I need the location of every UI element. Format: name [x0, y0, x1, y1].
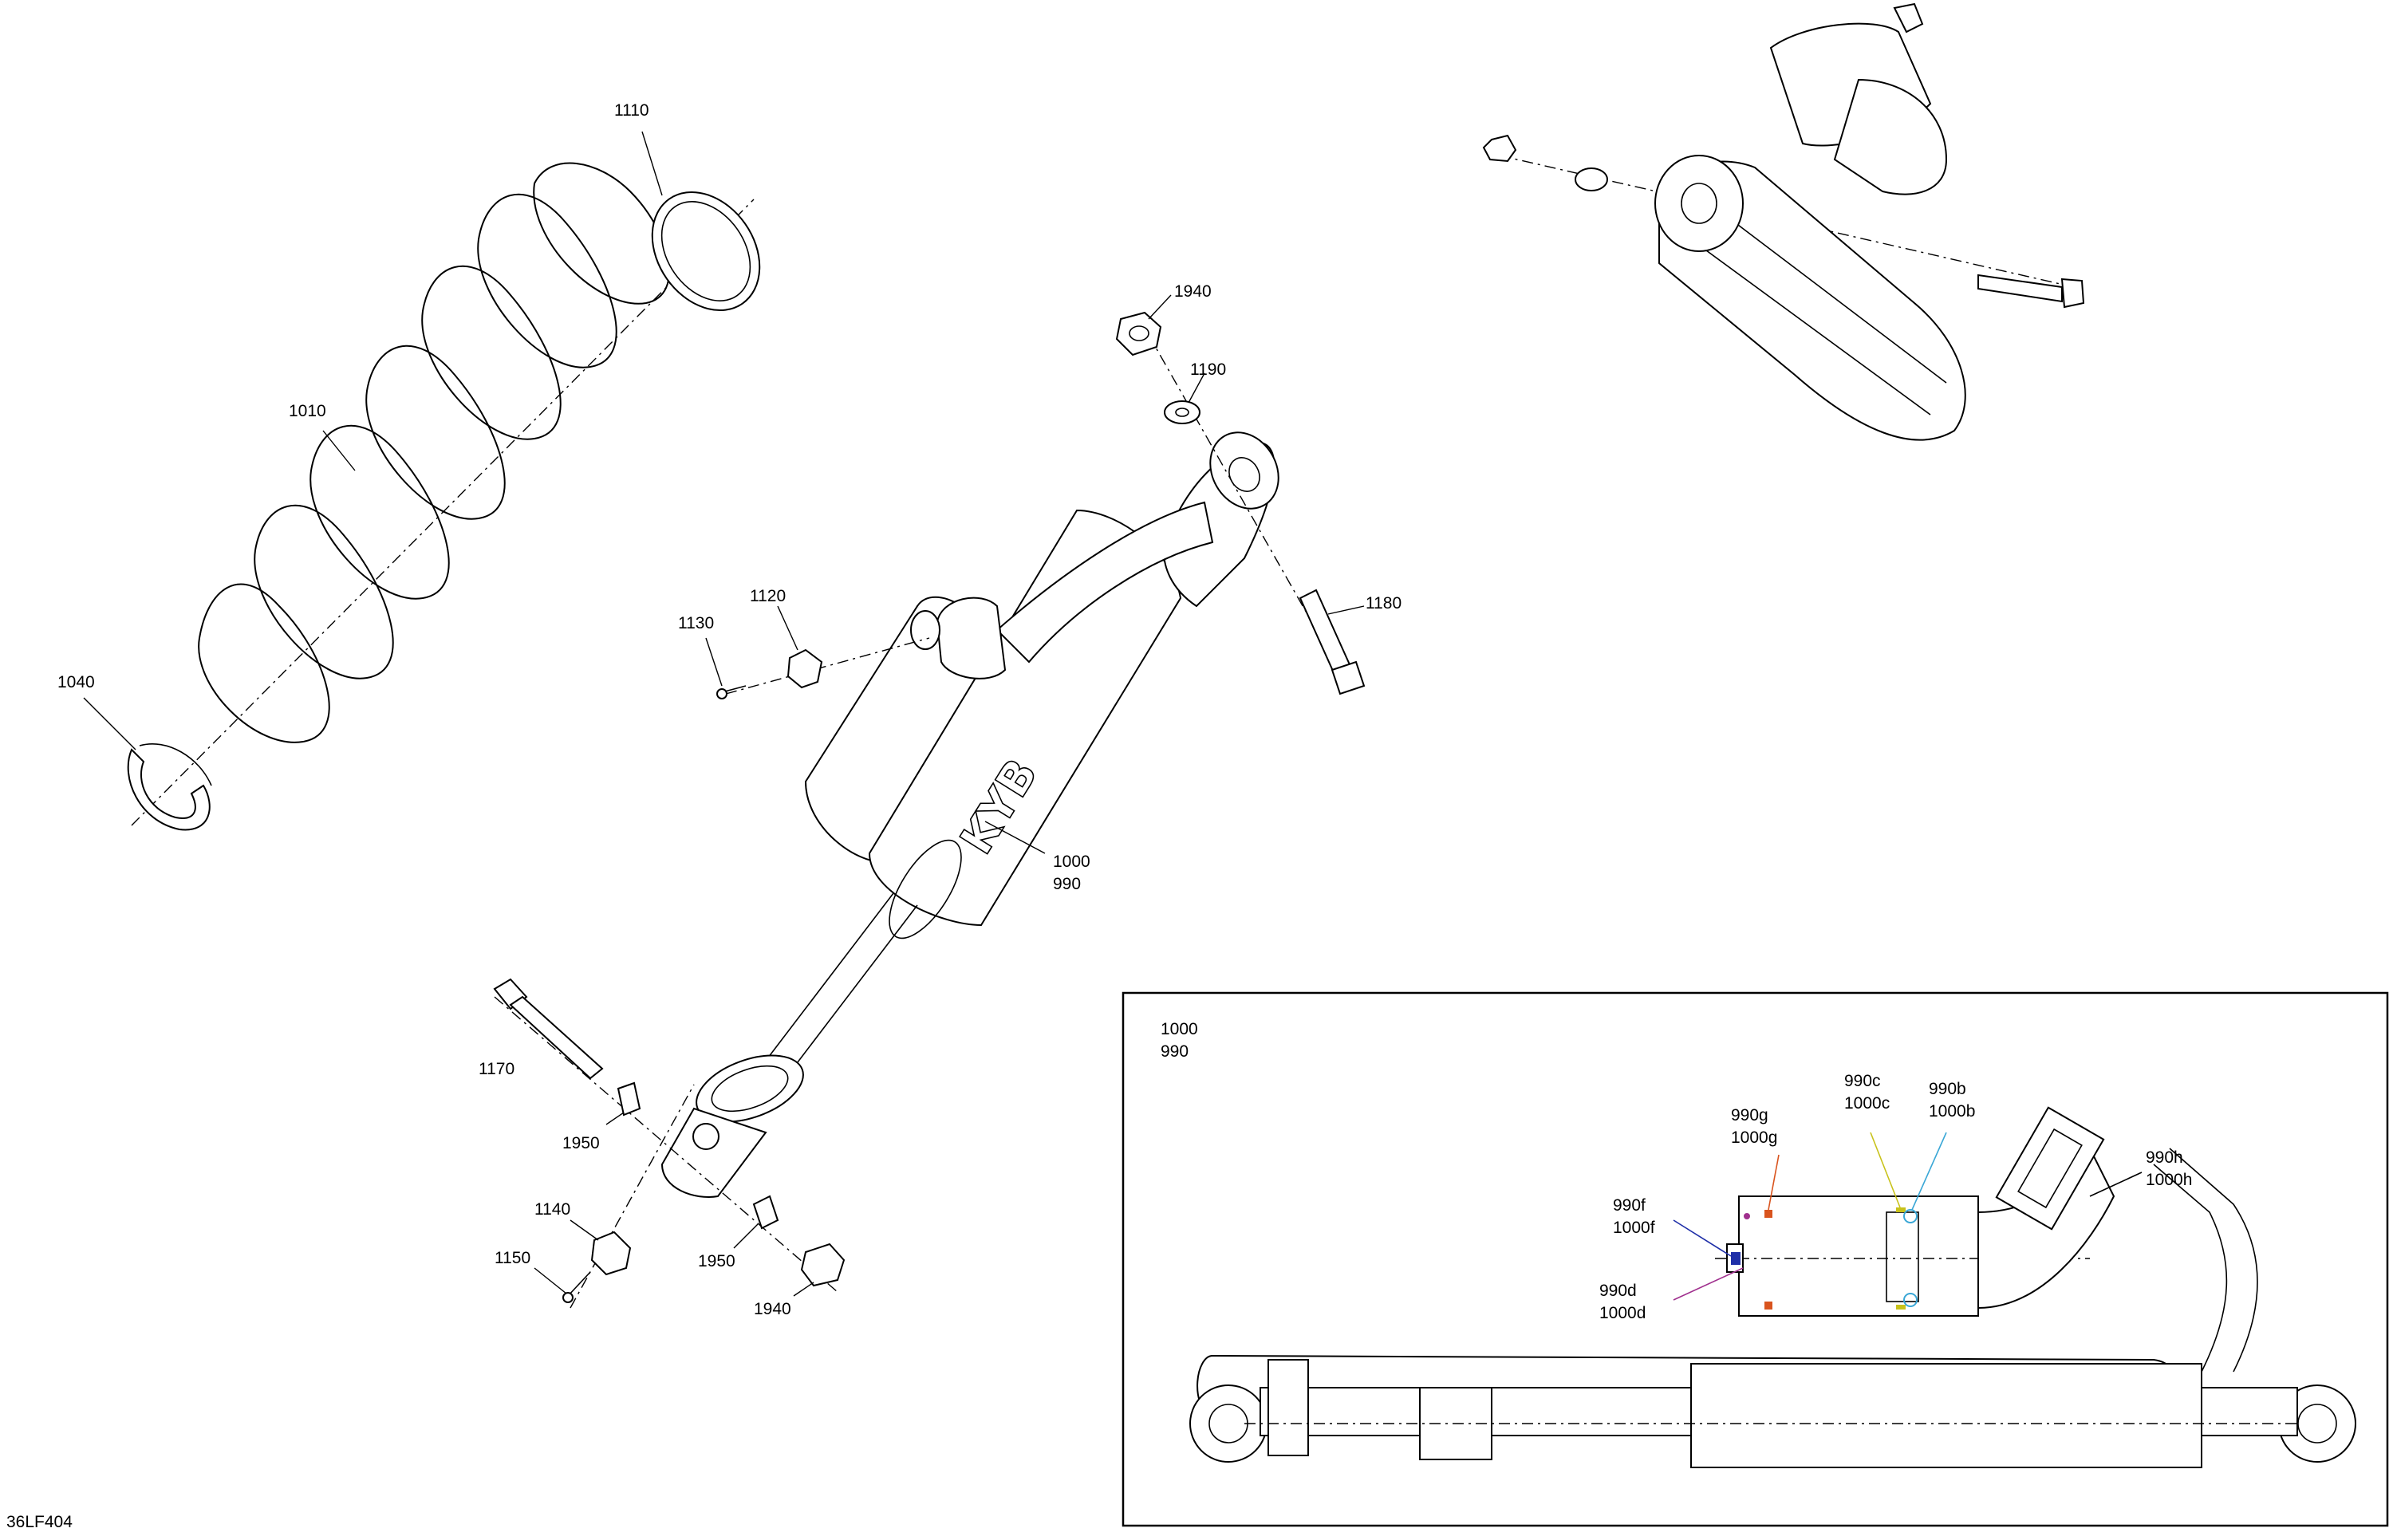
inset-label-990d: 990d: [1599, 1282, 1637, 1300]
diagram-id: 36LF404: [6, 1513, 73, 1531]
bushing-lower-b: [752, 1195, 779, 1230]
inset-label-1000d: 1000d: [1599, 1304, 1646, 1322]
inset-label-990b: 990b: [1929, 1080, 1966, 1098]
label-1950-a: 1950: [562, 1134, 600, 1152]
label-1170: 1170: [479, 1060, 514, 1078]
label-1000-main: 1000: [1053, 853, 1090, 871]
marker-990d-top: [1744, 1213, 1750, 1219]
label-1940-bot: 1940: [754, 1300, 791, 1318]
inset-label-1000b: 1000b: [1929, 1102, 1975, 1121]
marker-990b-bottom: [1903, 1293, 1918, 1307]
leader-990b: [1911, 1132, 1947, 1211]
leader-990f: [1673, 1219, 1732, 1257]
inset-label-990f: 990f: [1613, 1196, 1646, 1215]
flange-nut-lower: [800, 1243, 846, 1287]
bolt-lower: [493, 978, 604, 1080]
marker-990c-bottom: [1896, 1305, 1906, 1310]
shock-absorber-body: KYB: [660, 431, 1279, 1198]
callouts-main: 1110 1010 1040 1940 1190 1180 1130 1120 …: [57, 101, 1402, 1318]
label-1120: 1120: [750, 587, 786, 605]
inset-label-990c: 990c: [1844, 1072, 1881, 1090]
label-1040: 1040: [57, 673, 95, 691]
coil-spring: [131, 162, 755, 826]
inset-title-1000: 1000: [1161, 1020, 1198, 1038]
label-1940-top: 1940: [1174, 282, 1212, 301]
leader-990g: [1768, 1154, 1780, 1211]
adjuster-screw: [716, 685, 747, 699]
label-1950-b: 1950: [698, 1252, 735, 1270]
inset-label-990h: 990h: [2146, 1148, 2183, 1167]
adjuster-knob: [786, 648, 823, 689]
leader-990d: [1673, 1267, 1744, 1301]
marker-990f: [1731, 1252, 1741, 1265]
label-1110: 1110: [614, 101, 649, 120]
label-1010: 1010: [289, 402, 326, 420]
spring-retainer: [127, 743, 212, 831]
label-990-main: 990: [1053, 875, 1081, 893]
label-1180: 1180: [1366, 594, 1402, 612]
inset-label-1000f: 1000f: [1613, 1219, 1655, 1237]
marker-990b-top: [1903, 1209, 1918, 1223]
flange-nut-upper: [1115, 311, 1162, 356]
spring-seat-ring: [651, 191, 761, 312]
label-1140: 1140: [534, 1200, 570, 1219]
washer-upper: [1164, 400, 1200, 424]
assembled-shock-view: [1482, 2, 2085, 441]
cutaway-inset: 1000 990: [1122, 991, 2389, 1527]
bolt-upper: [1299, 589, 1366, 695]
inset-title-990: 990: [1161, 1042, 1189, 1061]
label-1150: 1150: [495, 1249, 530, 1267]
leader-990c: [1870, 1132, 1901, 1208]
marker-990g-bottom: [1764, 1302, 1772, 1310]
adjuster-screw-lower: [562, 1271, 591, 1303]
bushing-lower-a: [617, 1081, 641, 1117]
inset-label-1000g: 1000g: [1731, 1128, 1777, 1147]
inset-label-1000h: 1000h: [2146, 1171, 2192, 1189]
marker-990g-top: [1764, 1210, 1772, 1218]
inset-label-990g: 990g: [1731, 1106, 1768, 1124]
marker-990c-top: [1896, 1207, 1906, 1212]
inset-label-1000c: 1000c: [1844, 1094, 1890, 1113]
leader-990h: [2089, 1172, 2143, 1197]
label-1190: 1190: [1190, 360, 1226, 379]
label-1130: 1130: [678, 614, 714, 632]
adjuster-knob-lower: [590, 1231, 632, 1276]
